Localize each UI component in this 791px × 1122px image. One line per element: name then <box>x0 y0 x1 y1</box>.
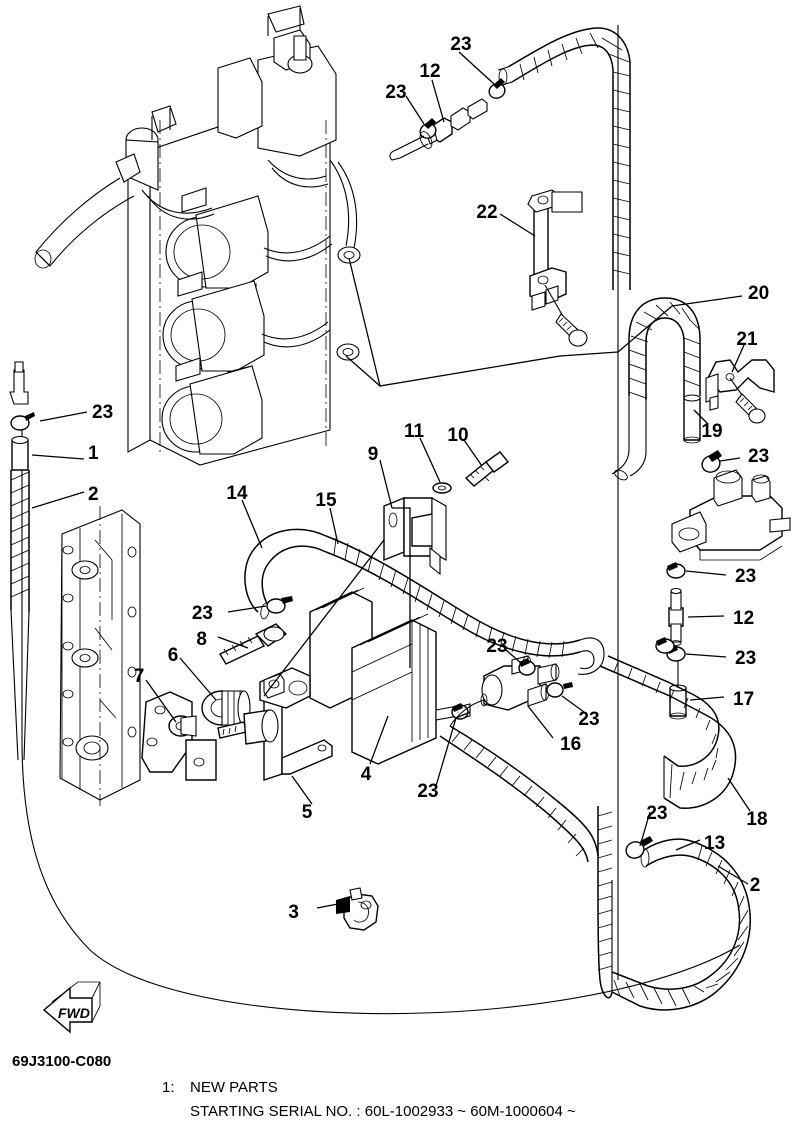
footnote-text-2: STARTING SERIAL NO. : 60L-1002933 ~ 60M-… <box>190 1103 576 1120</box>
clamp-23-joint16-a <box>518 658 536 676</box>
clamp-23-hose14 <box>266 596 293 614</box>
callout-19: 19 <box>701 421 722 442</box>
clamp-23-right-a <box>666 562 686 579</box>
callout-23-d: 23 <box>192 603 213 624</box>
footnote-text-1: NEW PARTS <box>190 1079 278 1096</box>
pressure-regulator <box>115 105 177 191</box>
callout-23-c: 23 <box>92 402 113 423</box>
callout-11: 11 <box>404 421 425 442</box>
drawing-number: 69J3100-C080 <box>12 1053 111 1070</box>
pipe-19 <box>683 394 701 444</box>
stay-7 <box>141 691 217 781</box>
callout-4: 4 <box>361 764 372 785</box>
clamp-23-left <box>10 412 35 431</box>
bracket-21 <box>705 359 775 424</box>
callout-12-right: 12 <box>733 608 754 629</box>
carburetor-assembly <box>34 5 361 466</box>
callout-22: 22 <box>476 202 497 223</box>
callout-18: 18 <box>746 809 767 830</box>
carburetor-3 <box>161 357 263 455</box>
clamp-23-17 <box>655 637 675 654</box>
hose-clip-3 <box>336 887 379 931</box>
bracket-9 <box>383 496 447 576</box>
hose-2-left <box>10 470 30 761</box>
bolt-10 <box>464 451 510 487</box>
callout-23-a: 23 <box>450 34 471 55</box>
fuel-pump-block <box>217 5 337 157</box>
grommet-6 <box>201 690 251 726</box>
callout-20: 20 <box>748 283 769 304</box>
fwd-label: FWD <box>58 1005 90 1021</box>
pipe-joint-1 <box>9 361 29 471</box>
hose-2-right <box>597 841 751 1011</box>
joint-12-right <box>668 587 684 646</box>
callout-17: 17 <box>733 689 754 710</box>
callout-23-g: 23 <box>417 781 438 802</box>
clamp-23-valve <box>701 450 722 473</box>
callout-2: 2 <box>88 484 99 505</box>
callout-23-e: 23 <box>486 636 507 657</box>
hose-lower-center <box>439 725 599 863</box>
hose-16-left <box>449 693 488 727</box>
canister-4 <box>309 587 471 765</box>
elbow-hose-top <box>389 131 433 161</box>
hose-left-vertical-lower <box>597 806 613 971</box>
washer-11 <box>432 482 452 494</box>
callout-23-j: 23 <box>735 648 756 669</box>
hose-18 <box>599 655 737 809</box>
bolt-7-assembly <box>217 709 279 745</box>
joint-12-top <box>426 98 488 145</box>
callout-16: 16 <box>560 734 581 755</box>
callout-23-i: 23 <box>735 566 756 587</box>
callout-6: 6 <box>168 645 179 666</box>
hose-20 <box>611 297 701 481</box>
callout-7: 7 <box>134 666 145 687</box>
cylinder-cover <box>59 506 141 806</box>
callout-21: 21 <box>736 329 758 350</box>
leader-lines <box>31 51 751 909</box>
callout-1: 1 <box>88 443 99 464</box>
callout-23-h: 23 <box>748 446 769 467</box>
clamp-23-13 <box>625 836 653 859</box>
hose-15 <box>325 535 605 675</box>
clamp-23-canister <box>451 703 469 720</box>
callout-13: 13 <box>704 833 725 854</box>
joint-17 <box>669 660 687 720</box>
callout-5: 5 <box>302 802 313 823</box>
callout-8: 8 <box>196 629 207 650</box>
clamp-23-joint16-b <box>546 682 573 698</box>
callout-2-right: 2 <box>750 875 761 896</box>
clamp-23-top-right <box>488 78 506 99</box>
hose-upper-spiral <box>497 27 631 290</box>
bracket-22 <box>527 189 588 347</box>
callout-9: 9 <box>368 444 379 465</box>
callout-3: 3 <box>288 902 299 923</box>
footnote-marker-1: 1: <box>162 1079 175 1096</box>
hose-14 <box>244 528 327 620</box>
fwd-arrow-icon: FWD <box>42 981 101 1034</box>
hose-13 <box>640 838 697 868</box>
bolt-8 <box>219 623 288 665</box>
callout-14: 14 <box>226 483 248 504</box>
clamp-23-top-left <box>419 118 437 139</box>
callout-23-b: 23 <box>385 82 406 103</box>
callout-10: 10 <box>447 425 468 446</box>
joint-16 <box>481 655 560 711</box>
callout-labels: 1 2 3 4 5 6 7 8 9 10 11 12 12 13 14 15 1… <box>88 34 769 923</box>
callout-23-f: 23 <box>578 709 599 730</box>
callout-23-k: 23 <box>646 803 667 824</box>
valve-body <box>671 469 791 561</box>
callout-12-top: 12 <box>419 61 440 82</box>
callout-15: 15 <box>315 490 337 511</box>
